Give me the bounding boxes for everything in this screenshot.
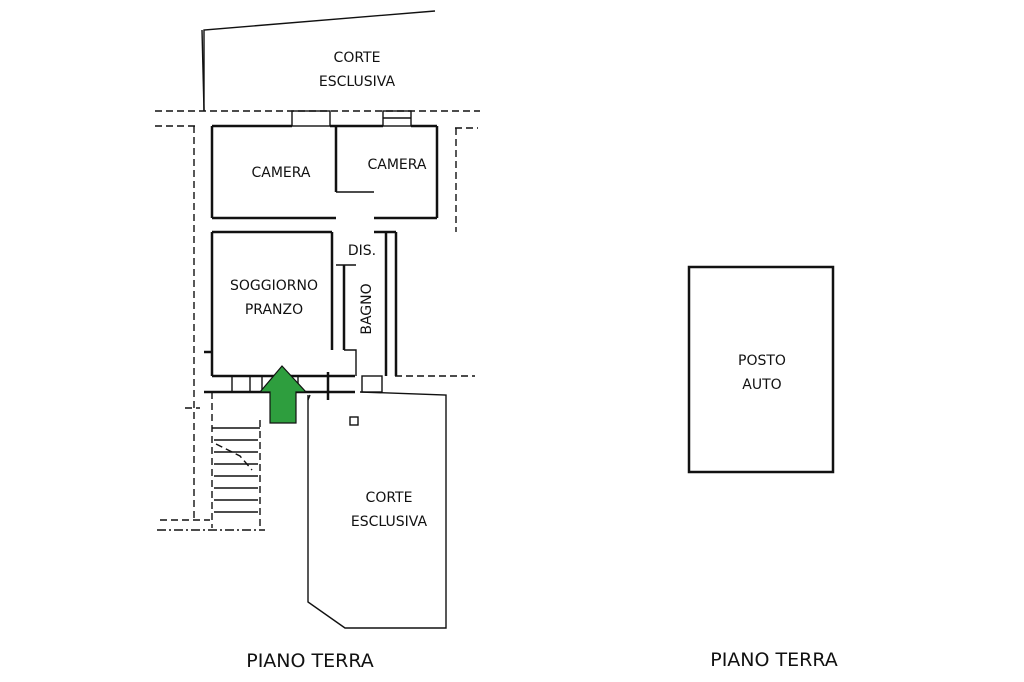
left-plan: CORTE ESCLUSIVA CAMERA CAMERA DIS. SOGGI…	[155, 10, 480, 672]
corte-top-label-1: CORTE	[334, 50, 381, 66]
corte-top-outline	[201, 10, 436, 112]
camera-left-label: CAMERA	[251, 165, 310, 181]
entrance-arrow-icon	[258, 365, 308, 424]
right-floor-label: PIANO TERRA	[710, 649, 838, 671]
boundary-lines	[155, 110, 480, 531]
corte-bottom-outline	[307, 391, 447, 629]
bagno-label: BAGNO	[359, 283, 375, 334]
corte-bottom-label-2: ESCLUSIVA	[351, 514, 428, 530]
left-floor-label: PIANO TERRA	[246, 650, 374, 672]
house-walls	[204, 110, 439, 400]
posto-auto-label-1: POSTO	[738, 353, 786, 369]
soggiorno-label-1: SOGGIORNO	[230, 278, 318, 294]
corte-top-label-2: ESCLUSIVA	[319, 74, 396, 90]
soggiorno-label-2: PRANZO	[245, 302, 303, 318]
dis-label: DIS.	[348, 243, 376, 259]
camera-right-label: CAMERA	[367, 157, 426, 173]
stairs	[211, 392, 261, 528]
posto-auto-label-2: AUTO	[742, 377, 781, 393]
corte-bottom-label-1: CORTE	[366, 490, 413, 506]
posto-auto-outline	[687, 265, 835, 474]
right-plan: POSTO AUTO PIANO TERRA	[687, 265, 838, 671]
